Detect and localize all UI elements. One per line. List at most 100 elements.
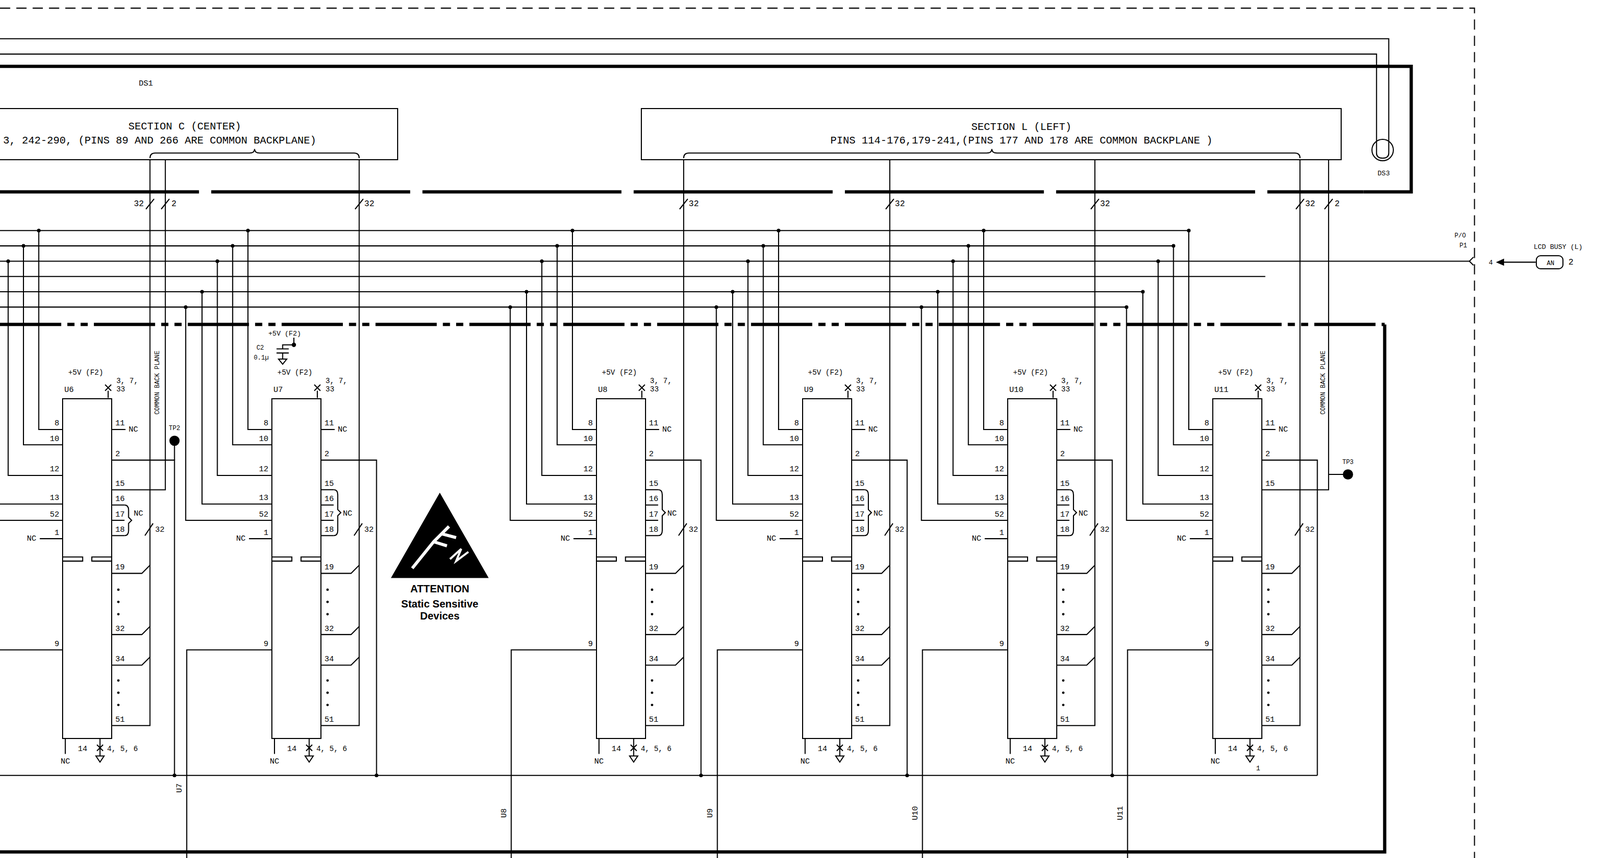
bus-width: 32 (1305, 199, 1316, 209)
ellipsis-dot (326, 703, 329, 707)
pin-number-holder: 34 (855, 655, 865, 664)
section-box: SECTION L (LEFT)PINS 114-176,179-241,(PI… (640, 108, 1342, 161)
pin-stub (1189, 538, 1213, 540)
ellipsis-dot (1061, 600, 1065, 604)
junction-dot (1140, 290, 1145, 294)
no-connect-holder: NC (235, 534, 246, 543)
pin-list-holder: 4, 5, 6 (1052, 745, 1083, 753)
pin-stub (112, 519, 125, 521)
bus-line (112, 160, 150, 726)
pin-number-holder: 2 (1568, 258, 1574, 267)
no-connect: NC (1005, 756, 1016, 766)
test-point (1343, 469, 1353, 480)
pin-list-holder: 3, 7, 33 (856, 376, 881, 394)
supply-label: +5V (F2) (807, 368, 843, 377)
bus-connector (112, 160, 166, 491)
no-connect-holder: NC (342, 509, 353, 518)
ground-wire (1262, 460, 1318, 776)
pin-number: 15 (1060, 479, 1070, 488)
pin-number-holder: 2 (324, 450, 330, 459)
pin-number-holder: 34 (324, 655, 334, 664)
pin-number-holder: 16 (649, 495, 659, 504)
chip-label-holder: U8 (598, 385, 608, 394)
pin-number-holder: 19 (115, 563, 125, 572)
pin-list: 3, 7, 33 (856, 376, 879, 394)
pin-number: 19 (115, 563, 125, 572)
input-wire (968, 245, 1008, 445)
pin-number: 51 (115, 714, 125, 724)
pin-number: 51 (855, 714, 865, 724)
pin-number: 8 (999, 419, 1005, 428)
input-wire (0, 306, 63, 521)
junction-dot (6, 259, 10, 264)
bus-width-holder: 32 (1305, 525, 1315, 534)
pin-number: 19 (855, 563, 865, 572)
pin-number: 13 (583, 493, 593, 503)
pin-number-holder: 15 (1265, 479, 1275, 488)
chip-label: U6 (64, 385, 74, 394)
input-wire (23, 245, 63, 445)
no-connect-holder: NC (27, 534, 37, 543)
pin-number-holder: 16 (1060, 495, 1070, 504)
pin-number-holder: 32 (1265, 624, 1275, 633)
pin-number: 34 (324, 654, 334, 664)
chip-divider (1007, 556, 1058, 561)
ground-wire (852, 460, 908, 776)
chip-label: U10 (1009, 385, 1024, 394)
pin-list-holder: 4, 5, 6 (640, 745, 672, 753)
junction-dot (21, 244, 26, 248)
bus-connector (852, 160, 890, 726)
ellipsis-dot (326, 612, 329, 616)
common-ground-line (0, 774, 1318, 776)
power-pin (1049, 384, 1057, 398)
pin-number: 16 (649, 494, 659, 504)
supply-label-holder: +5V (F2) (1218, 368, 1253, 377)
pin-number: 10 (583, 434, 593, 444)
supply-label-holder: +5V (F2) (277, 368, 313, 377)
bus-connector (321, 160, 360, 726)
pin-number-holder: 9 (1204, 639, 1210, 648)
wire-ref-holder: U11 (1116, 806, 1125, 821)
pin-stub (1057, 519, 1070, 521)
pin-number-holder: 11 (1265, 419, 1275, 428)
pin-number: 17 (649, 509, 659, 519)
pin-number-holder: 2 (1060, 450, 1066, 459)
no-connect-holder: NC (594, 757, 604, 766)
junction-dot (699, 773, 703, 778)
pin-number-holder: 18 (1060, 525, 1070, 534)
pin-number: 13 (994, 493, 1005, 503)
no-connect-holder: NC (1005, 757, 1016, 766)
pin-number-holder: 32 (649, 624, 659, 633)
pin-number-holder: 32 (324, 624, 334, 633)
control-row (0, 230, 1470, 308)
input-wire (952, 260, 1008, 476)
pin-number: 14 (817, 744, 828, 754)
input-wire (747, 260, 803, 476)
supply-label-holder: +5V (F2) (1012, 368, 1048, 377)
no-connect: NC (342, 508, 353, 518)
shield-line (0, 324, 1385, 853)
pin-number: 52 (583, 509, 593, 519)
pin-number: 51 (649, 714, 659, 724)
ground-symbol (278, 359, 288, 365)
ellipsis-dot (1267, 612, 1270, 616)
junction-dot (951, 259, 955, 264)
chip-divider (802, 556, 853, 561)
pin-stub (112, 534, 125, 536)
pin-number-holder: 10 (583, 434, 593, 443)
wire-ref: U8 (499, 808, 509, 818)
no-connect-holder: NC (1078, 509, 1089, 518)
input-wire (921, 306, 1008, 521)
wire-ref: U7 (175, 783, 185, 793)
bus-width: 32 (1305, 524, 1315, 534)
thick-bus (0, 66, 1412, 192)
pin-number: 1 (54, 528, 59, 537)
bus-width-slash (145, 523, 154, 536)
section-box: SECTION C (CENTER)3, 242-290, (PINS 89 A… (0, 108, 399, 161)
chip-label-holder: U7 (273, 385, 283, 394)
power-pin (844, 384, 852, 398)
bus-width-slash (354, 523, 363, 536)
ellipsis-dot (1267, 588, 1270, 592)
sheet-ref-holder: DS1 (138, 79, 153, 88)
bus-width: 32 (134, 199, 145, 209)
